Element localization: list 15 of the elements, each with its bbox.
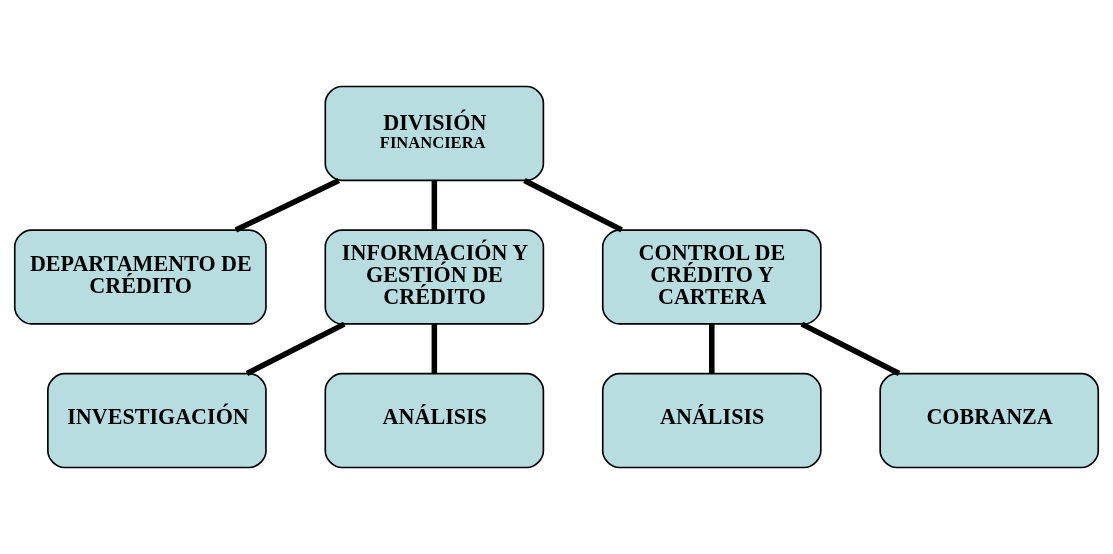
node-box: COBRANZA [879,372,1100,469]
connector [800,321,901,376]
connector [523,178,623,233]
node-box: INVESTIGACIÓN [47,372,267,469]
connector [709,324,715,374]
node-box: DIVISIÓN FINANCIERA [324,85,545,182]
node-box: DEPARTAMENTO DE CRÉDITO [13,229,267,325]
node-box: ANÁLISIS [601,372,822,469]
connector [245,321,346,376]
connector [431,324,438,374]
connector [234,178,341,233]
node-box: CONTROL DE CRÉDITO Y CARTERA [601,229,822,325]
node-box: ANÁLISIS [324,372,545,469]
connector [431,180,438,230]
node-box: INFORMACIÓN Y GESTIÓN DE CRÉDITO [324,229,545,325]
